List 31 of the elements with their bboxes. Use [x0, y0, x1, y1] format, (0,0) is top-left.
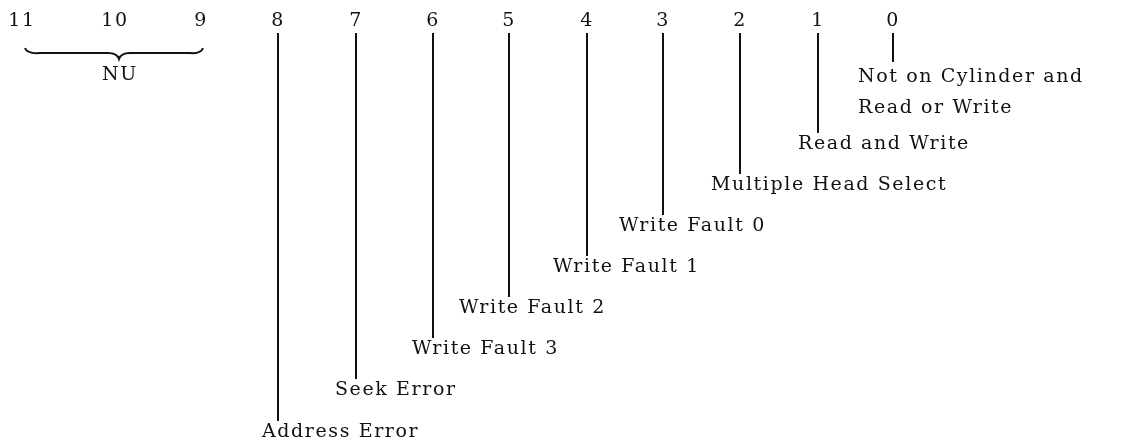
bit-number: 11	[7, 8, 37, 30]
bit-description: Write Fault 0	[619, 213, 766, 235]
bit-description: Write Fault 2	[459, 295, 606, 317]
leader-line	[817, 32, 819, 134]
bit-number: 1	[798, 8, 838, 30]
bit-description: Read and Write	[798, 131, 970, 153]
bit-description: Address Error	[262, 419, 420, 441]
leader-line	[508, 32, 510, 298]
bit-description: Not on Cylinder and Read or Write	[858, 60, 1120, 122]
bit-number: 7	[336, 8, 376, 30]
bit-description: NU	[101, 62, 139, 84]
bit-description: Write Fault 3	[412, 336, 559, 358]
bit-description: Multiple Head Select	[711, 172, 948, 194]
bit-number: 5	[489, 8, 529, 30]
bit-description: Seek Error	[335, 377, 457, 399]
bit-number: 8	[258, 8, 298, 30]
bit-number: 0	[873, 8, 913, 30]
leader-line	[277, 32, 279, 422]
bit-number: 2	[720, 8, 760, 30]
leader-line	[662, 32, 664, 216]
bit-number: 3	[643, 8, 683, 30]
bit-number: 9	[193, 8, 209, 30]
leader-line	[355, 32, 357, 380]
leader-line	[586, 32, 588, 257]
bit-number: 6	[413, 8, 453, 30]
bit-number: 4	[567, 8, 607, 30]
bit-description: Write Fault 1	[553, 254, 700, 276]
leader-line	[739, 32, 741, 175]
leader-line	[892, 32, 894, 63]
bit-number: 10	[100, 8, 130, 30]
leader-line	[432, 32, 434, 339]
